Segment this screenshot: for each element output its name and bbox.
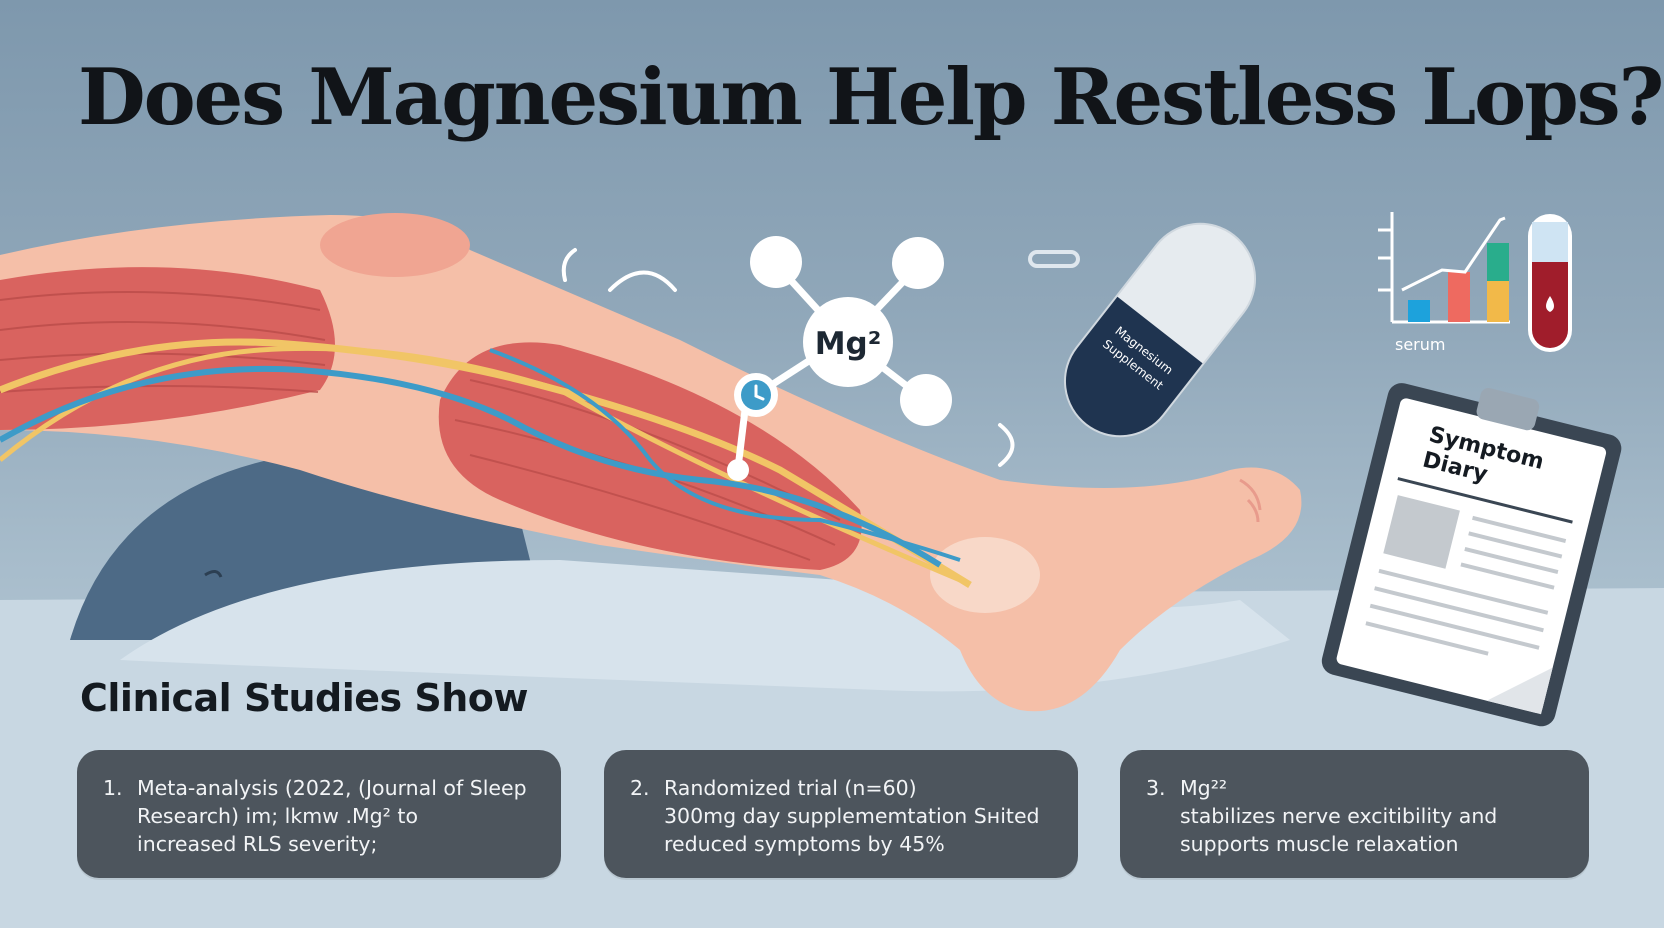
study-card-3: 3. Mg²² stabilizes nerve excitibility an… xyxy=(1120,750,1589,878)
card-number: 2. xyxy=(630,776,650,800)
card-line: supports muscle relaxation xyxy=(1180,832,1459,856)
card-line: 300mg day supplememtation Ѕнited xyxy=(664,804,1040,828)
card-line: Randomized trial (n=60) xyxy=(664,776,917,800)
card-line: Research) im; lkmw .Mg² to xyxy=(137,804,418,828)
knee xyxy=(320,213,470,277)
test-tube-icon xyxy=(1528,214,1572,352)
card-body: Meta-analysis (2022, (Journal of Sleep R… xyxy=(137,774,543,858)
card-line: Meta-analysis (2022, (Journal of Sleep xyxy=(137,776,527,800)
card-body: Randomized trial (n=60) 300mg day supple… xyxy=(664,774,1060,858)
card-body: Mg²² stabilizes nerve excitibility and s… xyxy=(1180,774,1571,858)
study-card-1: 1. Meta-analysis (2022, (Journal of Slee… xyxy=(77,750,561,878)
study-card-2: 2. Randomized trial (n=60) 300mg day sup… xyxy=(604,750,1078,878)
nerve-blue-2 xyxy=(489,348,961,562)
card-line: stabilizes nerve excitibility and xyxy=(1180,804,1498,828)
chart-label: serum xyxy=(1395,335,1445,354)
capsule-icon: Magnesium Supplement xyxy=(1063,222,1257,438)
card-number: 1. xyxy=(103,776,123,800)
nerve-blue xyxy=(0,365,942,568)
card-line: increased RLS severity; xyxy=(137,832,378,856)
card-line: Mg²² xyxy=(1180,776,1228,800)
card-number: 3. xyxy=(1146,776,1166,800)
clipboard-icon: Symptom Diary xyxy=(1321,383,1622,727)
section-title: Clinical Studies Show xyxy=(80,676,529,720)
molecule-label: Mg² xyxy=(815,326,882,362)
clock-icon xyxy=(734,373,778,417)
bar-chart-icon xyxy=(1378,212,1510,324)
card-line: reduced symptoms by 45% xyxy=(664,832,945,856)
page-title: Does Magnesium Help Restless Lops? xyxy=(78,52,1664,143)
blood-drop-icon xyxy=(1546,296,1554,312)
study-cards: 1. Meta-analysis (2022, (Journal of Slee… xyxy=(77,750,1589,880)
ankle xyxy=(930,537,1040,613)
